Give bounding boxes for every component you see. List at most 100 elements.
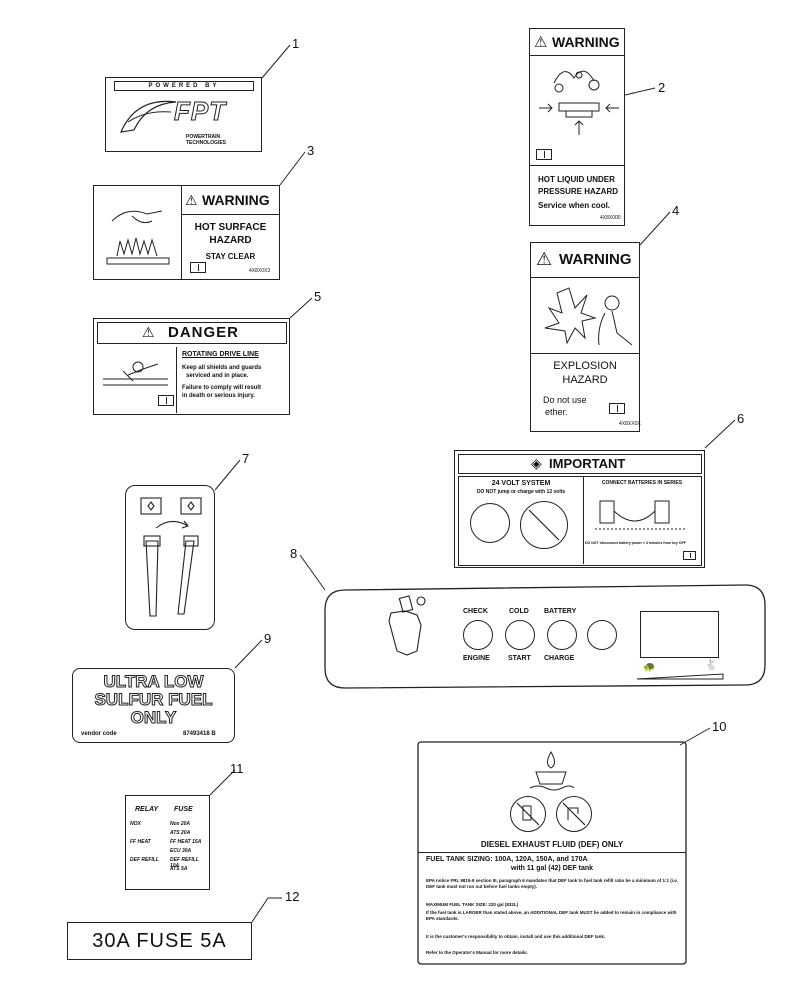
engine-label: ENGINE	[463, 655, 490, 662]
important-header: ◈ IMPORTANT	[458, 454, 702, 474]
divider	[181, 186, 182, 279]
key-rotation-icon	[140, 497, 202, 617]
fuse-cell: FF HEAT 15A	[170, 839, 202, 845]
ulsd-line3: ONLY	[130, 708, 177, 727]
def-only-title: DIESEL EXHAUST FLUID (DEF) ONLY	[480, 840, 624, 849]
fpt-swoosh-icon	[120, 100, 177, 133]
bullet1-line2: serviced and in place.	[186, 373, 249, 379]
prohibited-slash-icon	[516, 802, 540, 826]
volt-system-sub: DO NOT jump or charge with 12 volts	[476, 489, 566, 495]
danger-header: ⚠ DANGER	[97, 322, 287, 344]
bullet1-line1: Keep all shields and guards	[182, 365, 262, 371]
callout-9: 9	[264, 631, 272, 646]
drive-line-entanglement-icon	[103, 361, 168, 386]
decal-hot-surface-warning: ⚠ WARNING HOT SURFACE HAZARD STAY CLEAR …	[93, 185, 280, 280]
explosion-line4: ether.	[545, 407, 568, 417]
warning-label: WARNING	[559, 251, 632, 268]
callout-1: 1	[292, 36, 300, 51]
epa-notice: EPA notice FRL 9815-9 section III, parag…	[426, 878, 678, 889]
warning-label: WARNING	[552, 34, 620, 50]
warning-triangle-icon: ⚠	[534, 34, 548, 51]
disconnect-note: DO NOT disconnect battery power < 3 minu…	[585, 541, 686, 545]
explosion-line1: EXPLOSION	[553, 360, 617, 372]
powered-by-label: POWERED BY	[114, 81, 254, 91]
manual-book-icon	[683, 551, 696, 560]
customer-responsibility: It is the customer's responsibility to o…	[426, 934, 606, 939]
fuse-cell: ECU 30A	[170, 848, 192, 854]
volt-system-title: 24 VOLT SYSTEM	[491, 480, 551, 487]
callout-4: 4	[672, 203, 680, 218]
callout-3: 3	[307, 143, 315, 158]
danger-label: DANGER	[168, 324, 240, 341]
fuel-tank-sizing: FUEL TANK SIZING: 100A, 120A, 150A, and …	[426, 856, 588, 863]
manual-book-icon	[536, 149, 552, 160]
hand-flame-icon	[106, 210, 170, 265]
fuel-tank-sizing-2: with 11 gal (42) DEF tank	[510, 865, 594, 872]
callout-11: 11	[230, 761, 244, 776]
prohibited-slash-icon	[528, 509, 560, 541]
cold-start-light	[505, 620, 535, 650]
drive-line-title: ROTATING DRIVE LINE	[182, 351, 259, 358]
warning-triangle-icon: ⚠	[536, 249, 553, 269]
decal-important-24v: ◈ IMPORTANT 24 VOLT SYSTEM DO NOT jump o…	[454, 450, 705, 568]
hot-surface-line3: STAY CLEAR	[205, 252, 256, 261]
no-water-icon	[556, 796, 592, 832]
callout-5: 5	[314, 289, 322, 304]
decal2-part-code: 4X8X000	[600, 215, 621, 221]
important-diamond-icon: ◈	[531, 455, 542, 471]
warning-label: WARNING	[202, 192, 270, 208]
relay-cell: NOX	[130, 821, 141, 827]
important-body	[458, 476, 702, 566]
divider	[530, 165, 624, 166]
explosion-line3: Do not use	[543, 395, 587, 405]
decal-30a-fuse-5a: 30A FUSE 5A	[67, 922, 252, 960]
check-engine-light	[463, 620, 493, 650]
rabbit-icon: 🐇	[705, 660, 718, 671]
decal-explosion-warning: ⚠ WARNING EXPLOSION HAZARD Do not use et…	[530, 242, 641, 432]
decal-ultra-low-sulfur-fuel: ULTRA LOW SULFUR FUEL ONLY vendor code 8…	[72, 668, 235, 743]
divider	[181, 214, 279, 215]
callout-10: 10	[712, 719, 727, 734]
battery-charge-light	[547, 620, 577, 650]
blank-indicator-light	[587, 620, 617, 650]
ulsd-line1: ULTRA LOW	[103, 672, 204, 691]
fuse-cell: ATS 20A	[170, 830, 191, 836]
callout-12: 12	[285, 889, 300, 904]
prohibited-slash-icon	[562, 802, 586, 826]
decal-def-only: DIESEL EXHAUST FLUID (DEF) ONLY FUEL TAN…	[418, 742, 686, 964]
bullet2-line1: Failure to comply will result	[182, 385, 262, 391]
decal-danger-drive-line: ⚠ DANGER ROTATING DRIVE LINE Keep all sh…	[93, 318, 290, 415]
hot-liquid-line1: HOT LIQUID UNDER	[538, 175, 615, 184]
ulsd-line2: SULFUR FUEL	[94, 690, 213, 709]
callout-7: 7	[242, 451, 250, 466]
hot-surface-line1: HOT SURFACE	[194, 222, 267, 233]
ulsd-part-number: 87493418 B	[183, 731, 216, 737]
battery-label: BATTERY	[544, 608, 577, 615]
vendor-code-label: vendor code	[81, 731, 117, 737]
decal3-part-code: 4X8X0X3	[249, 268, 271, 274]
def-fluid-drop-icon	[529, 751, 575, 791]
warning-triangle-icon: ⚠	[185, 192, 198, 208]
divider	[418, 852, 686, 853]
callout-8: 8	[290, 546, 298, 561]
divider	[176, 347, 177, 413]
decal-fpt-powered-by: POWERED BY FPT POWERTRAIN TECHNOLOGIES	[105, 77, 262, 152]
check-label: CHECK	[463, 608, 488, 615]
series-battery-icon	[595, 500, 685, 530]
divider	[583, 476, 584, 564]
jump-cable-24v-icon	[520, 501, 568, 549]
charge-label: CHARGE	[544, 655, 575, 662]
jump-cable-12v-icon	[470, 503, 510, 543]
bullet2-line2: in death or serious injury.	[182, 393, 255, 399]
relay-header: RELAY	[135, 806, 159, 813]
warning-header: ⚠ WARNING	[531, 243, 639, 278]
hot-surface-line2: HAZARD	[209, 235, 252, 246]
fuse-header: FUSE	[174, 806, 193, 813]
turtle-icon: 🐢	[643, 662, 656, 673]
fuse-cell: DEF REFILL 10A	[170, 857, 199, 869]
fpt-logo-text: FPT	[173, 96, 227, 127]
callout-2: 2	[658, 80, 666, 95]
radiator-steam-icon	[539, 70, 619, 135]
